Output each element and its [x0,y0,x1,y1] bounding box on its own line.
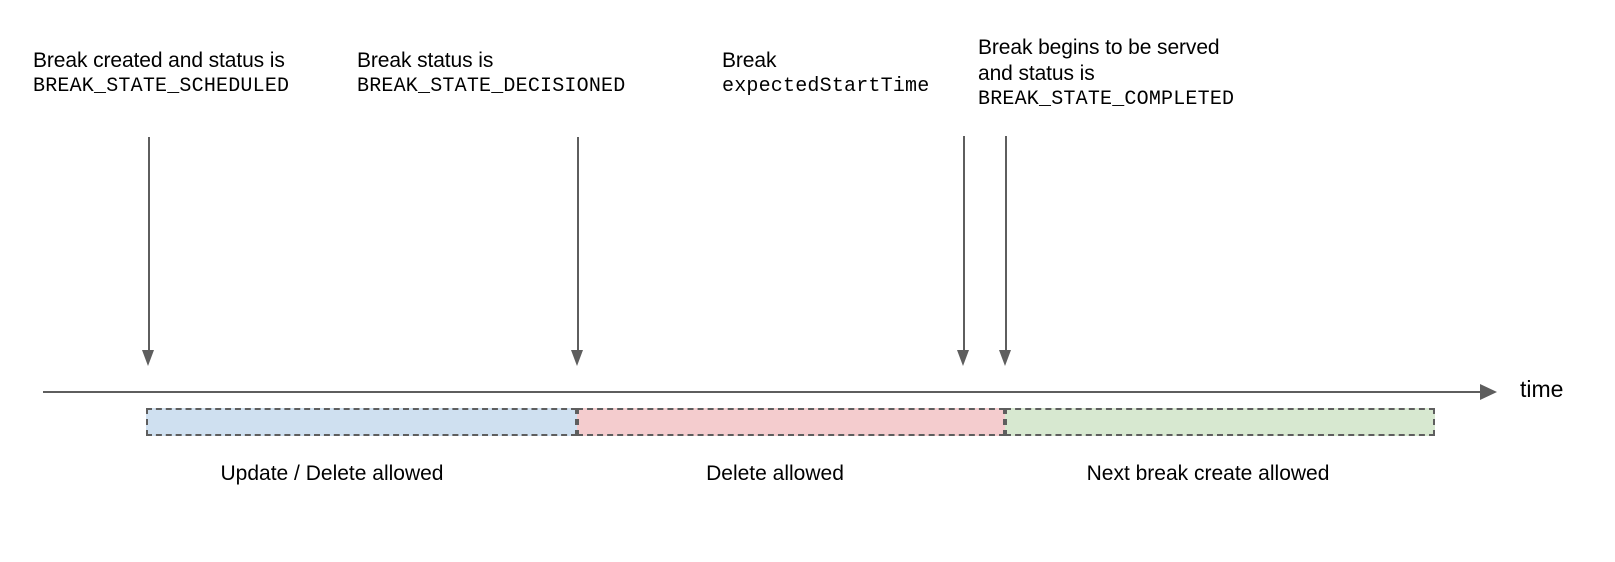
annotation-line: BREAK_STATE_COMPLETED [978,88,1235,111]
annotation-label-completed: Break begins to be served and status is … [978,35,1234,113]
annotation-line: Break status is [357,49,494,72]
arrow-head-icon [957,350,969,366]
phase-caption-update-delete: Update / Delete allowed [220,462,444,485]
arrow-stem [577,137,579,352]
arrow-head-icon [999,350,1011,366]
phase-caption-next-break-create: Next break create allowed [1086,462,1330,485]
time-axis-label: time [1520,376,1564,402]
annotation-line: and status is [978,62,1095,85]
annotation-label-decisioned: Break status is BREAK_STATE_DECISIONED [357,48,625,100]
annotation-line: BREAK_STATE_DECISIONED [357,75,626,98]
arrow-stem [963,136,965,352]
annotation-line: BREAK_STATE_SCHEDULED [33,75,290,98]
annotation-line: Break [722,49,777,72]
annotation-line: Break begins to be served [978,36,1220,59]
arrow-head-icon [571,350,583,366]
phase-bar-update-delete [146,408,577,436]
phase-caption-delete-only: Delete allowed [706,462,844,485]
pointer-arrow-expected-start-time [957,136,970,366]
annotation-line: expectedStartTime [722,75,930,98]
annotation-label-expected-start-time: Break expectedStartTime [722,48,929,100]
arrow-stem [1005,136,1007,352]
pointer-arrow-decisioned [571,137,584,366]
time-axis-line [43,391,1481,393]
annotation-line: Break created and status is [33,49,285,72]
arrow-head-icon [142,350,154,366]
time-axis-arrow-icon [1480,384,1497,400]
pointer-arrow-completed [999,136,1012,366]
arrow-stem [148,137,150,352]
phase-bar-delete-only [577,408,1005,436]
pointer-arrow-scheduled [142,137,155,366]
annotation-label-scheduled: Break created and status is BREAK_STATE_… [33,48,289,100]
phase-bar-next-break-create [1005,408,1435,436]
